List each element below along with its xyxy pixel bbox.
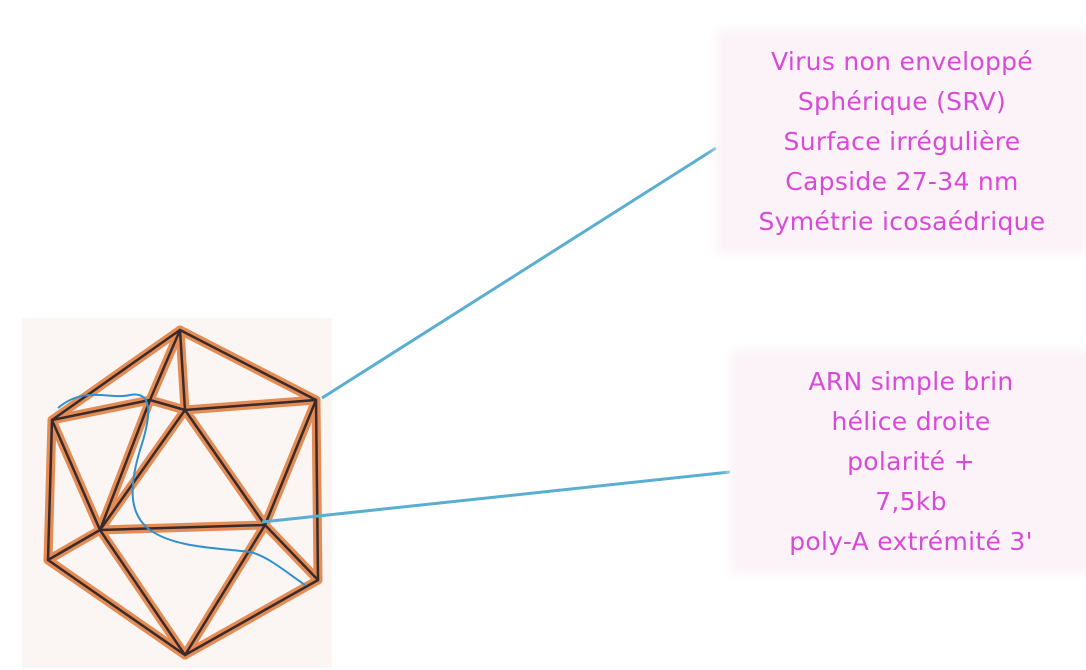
- capsid-background: [22, 318, 332, 668]
- virion-properties-label: Virus non enveloppé Sphérique (SRV) Surf…: [722, 36, 1082, 248]
- genome-line: poly-A extrémité 3': [789, 527, 1033, 556]
- property-line: Virus non enveloppé: [771, 47, 1033, 76]
- connector-line-properties: [321, 146, 717, 400]
- property-line: Capside 27-34 nm: [785, 167, 1019, 196]
- genome-line: 7,5kb: [875, 487, 947, 516]
- property-line: Surface irrégulière: [783, 127, 1021, 156]
- genome-line: hélice droite: [831, 407, 991, 436]
- genome-line: ARN simple brin: [808, 367, 1014, 396]
- property-line: Sphérique (SRV): [797, 87, 1007, 116]
- connector-line-genome: [261, 470, 731, 524]
- genome-properties-label: ARN simple brin hélice droite polarité +…: [736, 356, 1086, 568]
- property-line: Symétrie icosaédrique: [758, 207, 1046, 236]
- rna-strand-icon: [57, 393, 306, 586]
- genome-line: polarité +: [847, 447, 975, 476]
- icosahedral-capsid-icon: [43, 325, 323, 660]
